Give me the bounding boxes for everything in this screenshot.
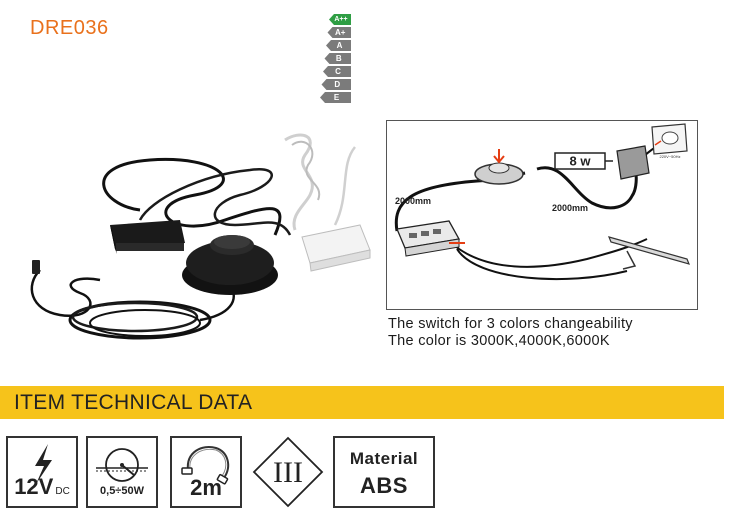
cable-icon [181, 446, 230, 485]
diamond-icon [252, 436, 324, 508]
cable-length-value: 2m [190, 475, 222, 500]
energy-arrow-1 [327, 27, 351, 38]
power-range-value: 0,5÷50W [100, 485, 144, 497]
energy-class-5: D [311, 79, 355, 90]
energy-class-label: E [333, 93, 340, 102]
product-image [20, 125, 380, 365]
power-range-spec: 0,5÷50W [86, 436, 158, 508]
energy-class-1: A+ [311, 27, 355, 38]
voltage-value: 12V [14, 474, 54, 499]
product-code: DRE036 [30, 17, 109, 39]
voltage-unit: DC [55, 486, 70, 497]
energy-class-label: A+ [335, 28, 346, 37]
power-label: 8 w [570, 154, 592, 169]
energy-arrow-0 [329, 14, 351, 25]
energy-class-6: E [311, 92, 355, 103]
meter-icon [96, 448, 148, 482]
description: The switch for 3 colors changeability Th… [388, 316, 633, 350]
energy-arrow-2 [326, 40, 351, 51]
energy-class-label: D [334, 80, 341, 89]
energy-arrow-6 [320, 92, 351, 103]
insulation-class-spec: III [252, 436, 324, 508]
wiring-diagram: 8 w 220V~50Hz 2000mm 2000mm [386, 120, 698, 310]
insulation-class-value: III [273, 456, 303, 489]
energy-arrow-3 [324, 53, 351, 64]
lightning-icon [35, 444, 52, 484]
plug-text: 220V~50Hz [659, 154, 680, 159]
energy-class-3: B [311, 53, 355, 64]
cable-left-label: 2000mm [395, 196, 431, 206]
tech-data-header: ITEM TECHNICAL DATA [0, 386, 724, 419]
energy-class-label: A++ [334, 16, 348, 23]
energy-class-label: C [335, 67, 341, 76]
material-value: ABS [360, 473, 408, 498]
energy-arrow-4 [323, 66, 351, 77]
description-line-1: The switch for 3 colors changeability [388, 316, 633, 332]
energy-class-label: B [335, 54, 342, 63]
material-spec: Material ABS [333, 436, 435, 508]
energy-class-4: C [311, 66, 355, 77]
energy-class-label: A [336, 41, 343, 50]
cable-right-label: 2000mm [552, 203, 588, 213]
tech-data-title: ITEM TECHNICAL DATA [14, 391, 253, 414]
cable-length-spec: 2m [170, 436, 242, 508]
energy-class-2: A [311, 40, 355, 51]
description-line-2: The color is 3000K,4000K,6000K [388, 333, 610, 349]
energy-class-0: A++ [311, 14, 355, 25]
energy-arrow-5 [321, 79, 351, 90]
material-label: Material [349, 449, 419, 468]
